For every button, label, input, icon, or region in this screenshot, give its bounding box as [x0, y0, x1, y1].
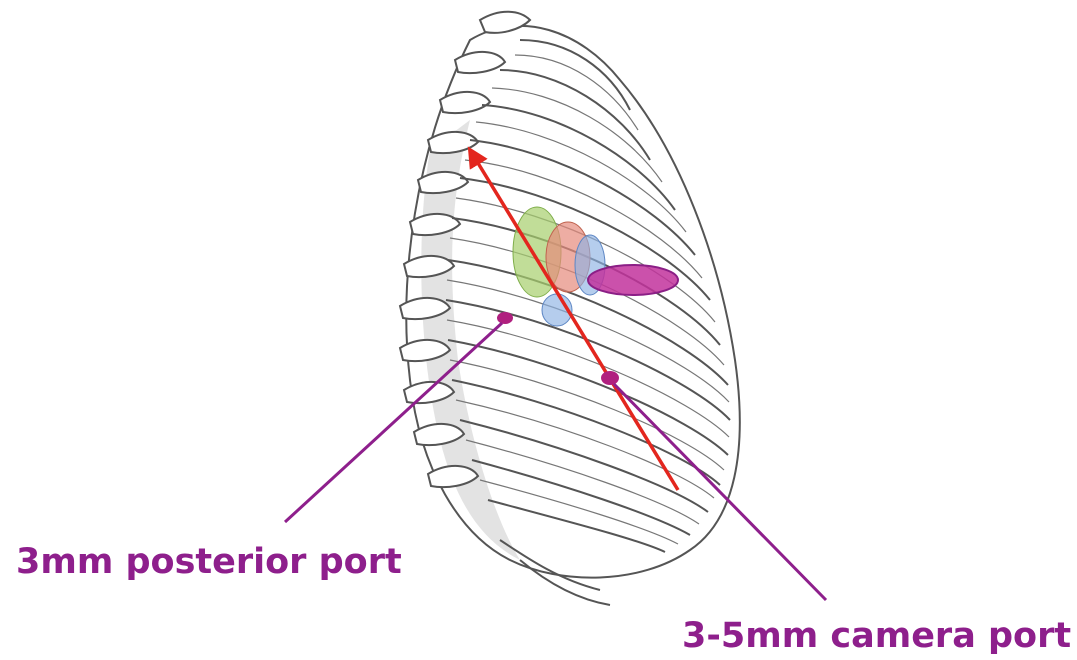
magenta-ellipse [588, 265, 678, 295]
camera-port-marker [601, 371, 619, 385]
posterior-port-marker [497, 312, 513, 324]
camera-port-label: 3-5mm camera port [682, 619, 1071, 654]
posterior-port-label: 3mm posterior port [16, 545, 402, 580]
